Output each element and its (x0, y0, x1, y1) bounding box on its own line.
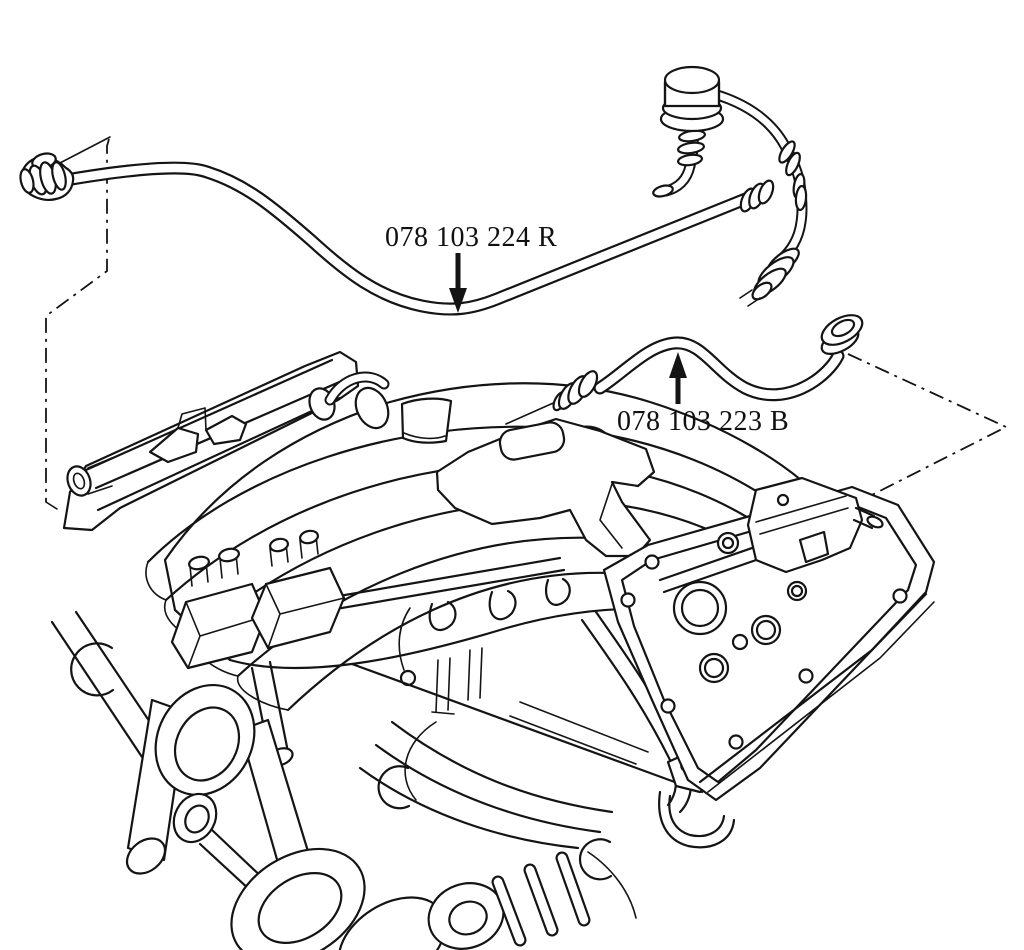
callout-223b: 078 103 223 B (617, 352, 789, 437)
callout-224r: 078 103 224 R (385, 222, 557, 313)
plenum-cover-panel (435, 399, 656, 558)
up-arrow-icon (669, 352, 687, 378)
down-arrow-icon (449, 288, 467, 313)
left-valve-cover (62, 350, 360, 532)
breather-pressure-valve (652, 65, 808, 307)
right-valve-cover (602, 476, 936, 802)
breather-hose-078-103-224-r (19, 152, 775, 316)
cover-flap-plate (400, 397, 453, 444)
engine-assembly (50, 350, 936, 950)
part-number-label-224r: 078 103 224 R (385, 222, 557, 253)
centerline-left (45, 136, 111, 510)
centerline-right (847, 353, 1009, 500)
breather-hose-078-103-223-b (552, 314, 864, 412)
pulley-belt-assembly (125, 683, 637, 950)
part-number-label-223b: 078 103 223 B (617, 406, 789, 437)
